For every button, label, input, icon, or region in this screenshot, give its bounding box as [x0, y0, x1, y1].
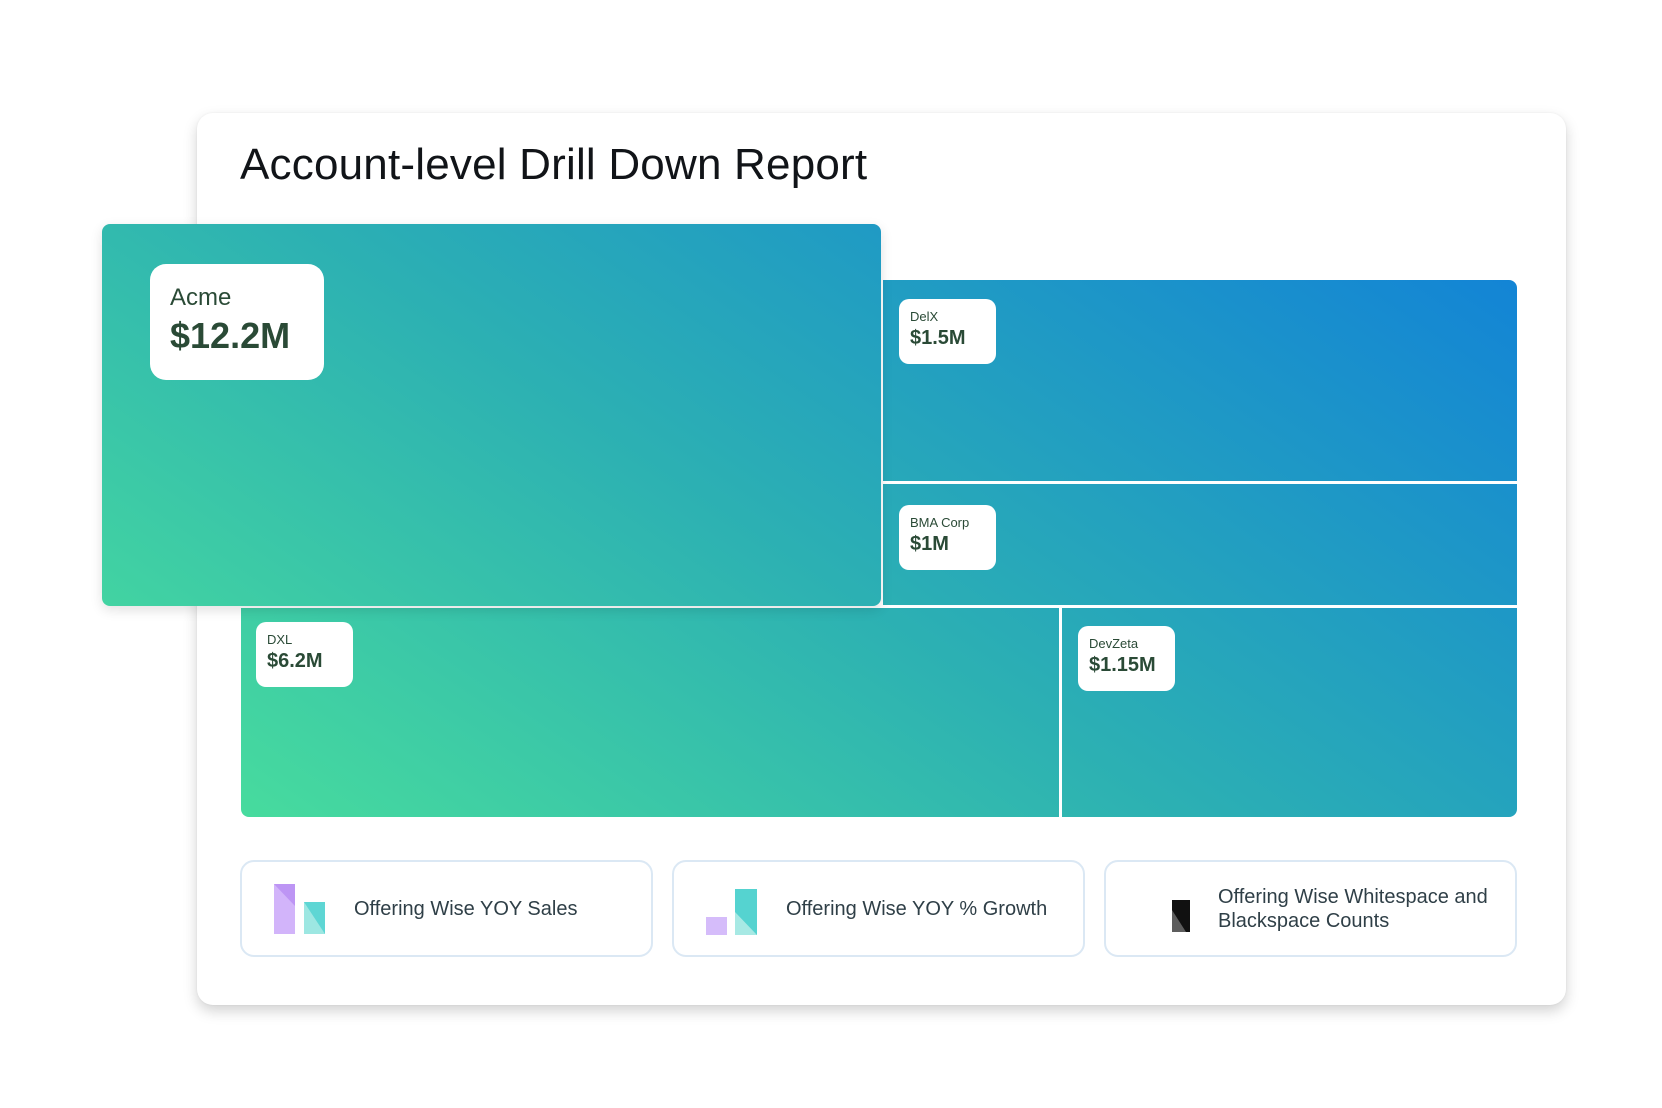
- report-label: Offering Wise YOY Sales: [354, 897, 578, 920]
- treemap-tile-dxl[interactable]: DXL $6.2M: [241, 608, 1059, 817]
- account-value: $1M: [910, 533, 949, 555]
- treemap-tile-acme[interactable]: Acme $12.2M: [102, 224, 881, 606]
- tile-label: DelX $1.5M: [899, 299, 996, 364]
- report-button-yoy-growth[interactable]: Offering Wise YOY % Growth: [672, 860, 1085, 957]
- account-value: $12.2M: [170, 315, 291, 356]
- bar-chart-icon: [274, 884, 325, 934]
- report-label: Offering Wise Whitespace and Blackspace …: [1218, 885, 1488, 932]
- account-value: $6.2M: [267, 650, 323, 672]
- tile-label: DXL $6.2M: [256, 622, 353, 687]
- growth-chart-icon: [706, 889, 757, 935]
- account-value: $1.5M: [910, 327, 966, 349]
- report-label: Offering Wise YOY % Growth: [786, 897, 1048, 920]
- account-value: $1.15M: [1089, 654, 1156, 676]
- treemap-tile-delx[interactable]: DelX $1.5M: [883, 280, 1517, 481]
- tile-label: BMA Corp $1M: [899, 505, 996, 570]
- account-name: Acme: [170, 284, 232, 311]
- tile-label: Acme $12.2M: [150, 264, 324, 380]
- whitespace-blackspace-icon: [1172, 900, 1190, 932]
- tile-label: DevZeta $1.15M: [1078, 626, 1175, 691]
- treemap-tile-devzeta[interactable]: DevZeta $1.15M: [1062, 608, 1517, 817]
- account-name: DXL: [267, 632, 293, 647]
- page-title: Account-level Drill Down Report: [240, 140, 868, 189]
- report-button-whitespace-blackspace[interactable]: Offering Wise Whitespace and Blackspace …: [1104, 860, 1517, 957]
- account-name: BMA Corp: [910, 515, 970, 530]
- treemap-tile-bma-corp[interactable]: BMA Corp $1M: [883, 484, 1517, 605]
- report-button-yoy-sales[interactable]: Offering Wise YOY Sales: [240, 860, 653, 957]
- account-name: DelX: [910, 309, 939, 324]
- account-name: DevZeta: [1089, 636, 1139, 651]
